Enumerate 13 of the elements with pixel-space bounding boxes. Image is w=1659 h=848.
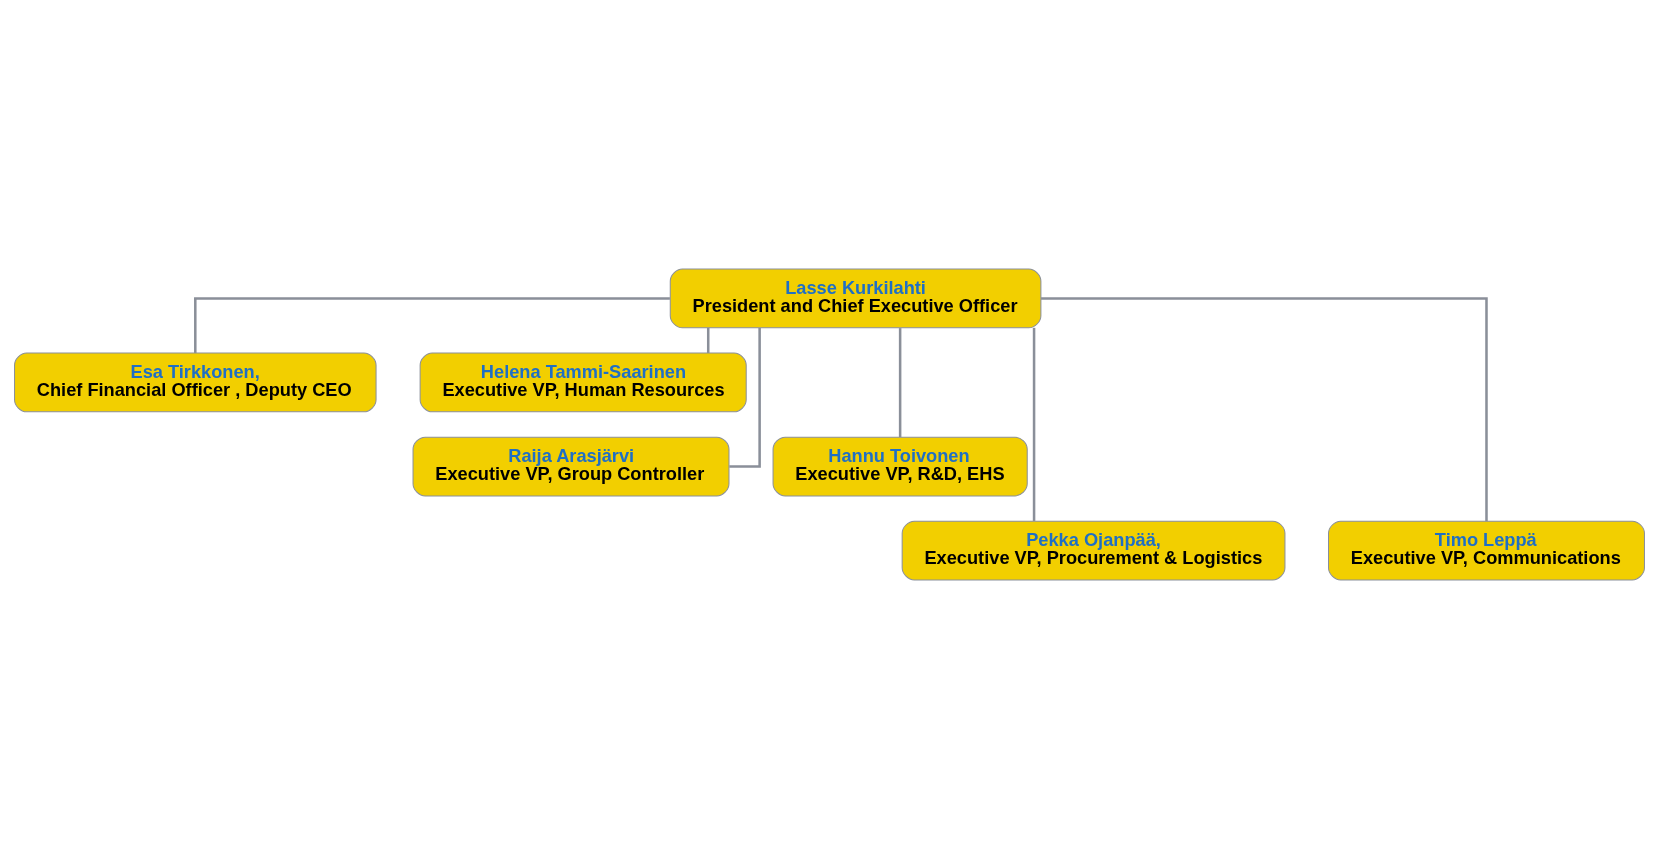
connector <box>706 327 710 353</box>
connector <box>194 296 670 353</box>
node-box: Helena Tammi-Saarinen Executive VP, Human Resources <box>419 352 747 412</box>
connector <box>1041 296 1488 521</box>
node-box: Lasse Kurkilahti President and Chief Executive Officer <box>669 268 1042 328</box>
node-box: Esa Tirkkonen, Chief Financial Officer , Deputy CEO <box>14 352 377 412</box>
connector <box>898 327 902 437</box>
connector <box>1032 327 1036 521</box>
node-box: Pekka Ojanpää, Executive VP, Procurement & Logistics <box>901 520 1286 580</box>
node-box: Hannu Toivonen Executive VP, R&D, EHS <box>772 436 1028 496</box>
node-box: Timo Leppä Executive VP, Communications <box>1328 520 1645 580</box>
connector <box>729 327 761 468</box>
node-box: Raija Arasjärvi Executive VP, Group Controller <box>412 436 730 496</box>
